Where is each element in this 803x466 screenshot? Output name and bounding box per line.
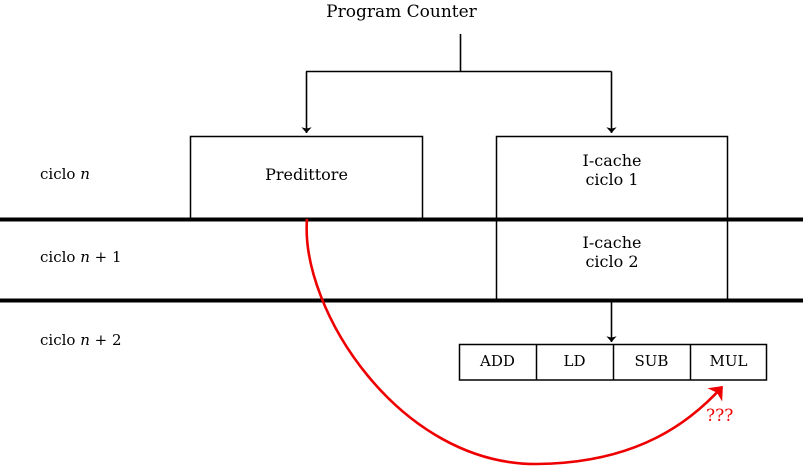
cycle-label-n-plus-1-prefix: ciclo bbox=[40, 248, 81, 266]
cycle-label-n-var: n bbox=[80, 165, 90, 183]
icache-cycle1-label: I-cache ciclo 1 bbox=[496, 151, 728, 190]
predictor-label: Predittore bbox=[265, 165, 348, 184]
page-title: Program Counter bbox=[326, 2, 477, 22]
question-marks-annotation: ??? bbox=[706, 406, 734, 426]
cycle-label-n-prefix: ciclo bbox=[40, 165, 81, 183]
cycle-label-n: ciclo n bbox=[40, 165, 90, 184]
cycle-label-n-plus-2: ciclo n + 2 bbox=[40, 331, 122, 350]
icache-cycle2-label: I-cache ciclo 2 bbox=[496, 233, 728, 272]
instruction-cell-mul: MUL bbox=[709, 352, 748, 370]
icache-cycle2-line1: I-cache bbox=[582, 233, 642, 252]
instruction-cell-sub: SUB bbox=[634, 352, 669, 370]
cycle-label-n-plus-2-suffix: + 2 bbox=[89, 331, 122, 349]
icache-cycle2-line2: ciclo 2 bbox=[585, 251, 639, 271]
instruction-cell-add: ADD bbox=[480, 352, 515, 370]
instruction-cell-ld: LD bbox=[563, 352, 586, 370]
icache-cycle1-line2: ciclo 1 bbox=[585, 169, 639, 189]
icache-cycle1-line1: I-cache bbox=[582, 151, 642, 170]
cycle-label-n-plus-2-var: n bbox=[80, 331, 90, 349]
cycle-label-n-plus-1: ciclo n + 1 bbox=[40, 248, 122, 267]
cycle-label-n-plus-1-suffix: + 1 bbox=[89, 248, 122, 266]
cycle-label-n-plus-2-prefix: ciclo bbox=[40, 331, 81, 349]
cycle-label-n-plus-1-var: n bbox=[80, 248, 90, 266]
